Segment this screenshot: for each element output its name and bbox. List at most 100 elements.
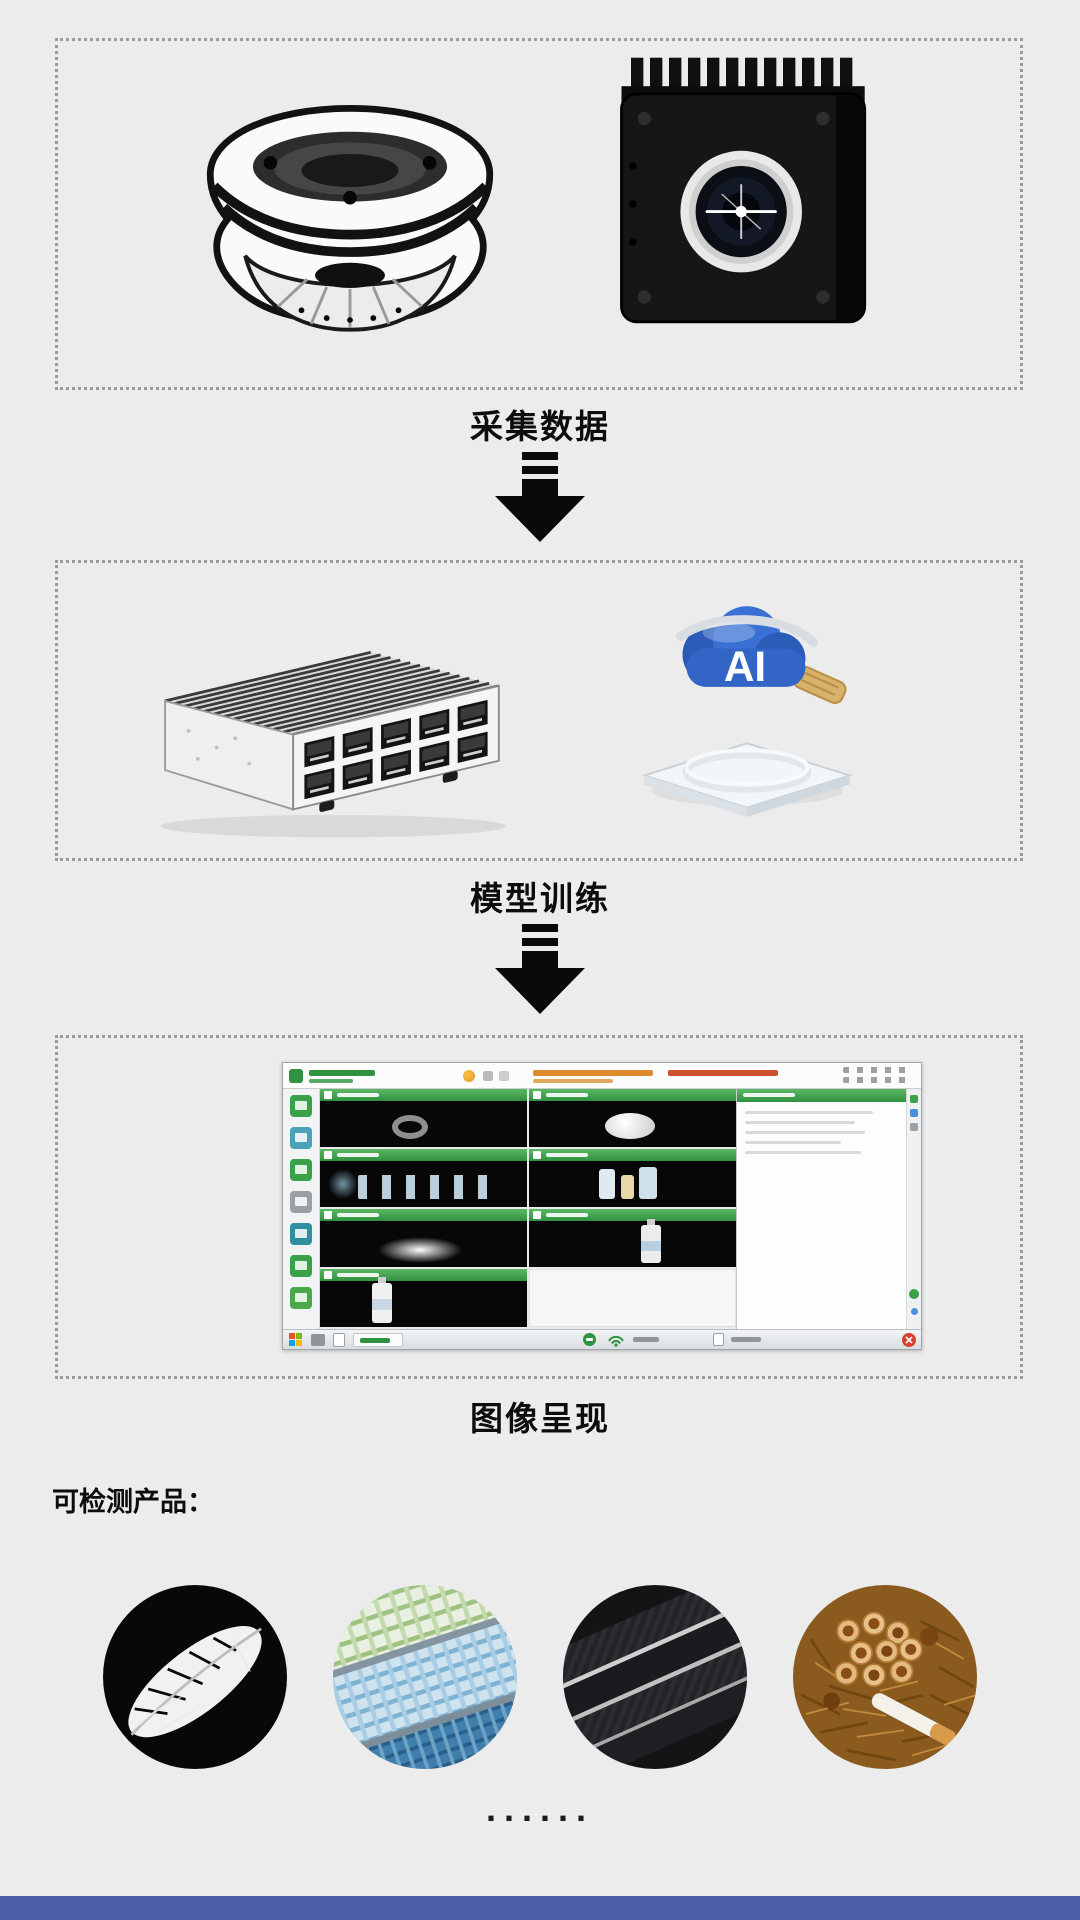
product-photo-fabric [333,1585,517,1769]
software-titlebar [283,1063,921,1089]
result-list-panel [736,1089,921,1329]
glow-image [378,1237,462,1263]
status-text-red [668,1070,778,1076]
tile-header [529,1149,736,1161]
product-photo-feather [103,1585,287,1769]
ring-light-illustration [206,105,494,332]
software-logo-icon [289,1069,303,1083]
product-photo-composite-sheets [563,1585,747,1769]
camera-tile [320,1269,527,1327]
panel-icon [910,1123,918,1131]
tile-header [529,1209,736,1221]
panel-icon [910,1109,918,1117]
camera-tile [320,1209,527,1267]
panel-header [737,1089,906,1102]
cigarette-ends [823,1611,939,1710]
wifi-icon [608,1335,624,1347]
list-line [745,1151,861,1154]
status-text-orange [533,1070,653,1076]
tile-header [320,1209,527,1221]
ai-model-illustration: AI [640,606,854,817]
bottle-image [599,1169,615,1199]
tile-header [320,1269,527,1281]
white-cigarette [871,1693,956,1746]
taskbar-text [731,1337,761,1342]
taskbar-text [633,1337,659,1342]
window-buttons-row [843,1077,913,1083]
detect-status-icon [583,1333,596,1346]
software-subtitle-text [309,1079,353,1083]
list-line [745,1111,873,1114]
sidebar-tool-icon [290,1191,312,1213]
heatsink-fins [631,57,853,92]
recycle-icon [909,1289,919,1299]
software-title-text [309,1070,375,1076]
edge-computer-illustration [160,650,507,838]
tile-header [320,1149,527,1161]
step1-dashed-box [55,38,1023,390]
step1-label: 采集数据 [470,408,610,445]
panel-icon [911,1308,918,1315]
heatsink-fins [164,650,500,736]
taskbar-icon [311,1334,325,1346]
empty-tile [529,1269,736,1327]
next-section-strip [0,1896,1080,1920]
bottle-label [372,1299,392,1310]
sidebar-tool-icon [290,1223,312,1245]
down-arrow-icon [488,924,592,1021]
down-arrow-icon [488,452,592,549]
chip-text [360,1338,390,1343]
industrial-camera-illustration [620,57,867,324]
bottle-row-image [358,1175,488,1199]
close-icon [902,1333,916,1347]
win-quad [296,1340,302,1346]
sidebar-tool-icon [290,1255,312,1277]
status-text-orange-2 [533,1079,613,1083]
bottle-label [641,1241,661,1251]
camera-tile [320,1149,527,1207]
step2-label: 模型训练 [470,880,610,917]
win-quad [289,1333,295,1339]
toolbar-icon [499,1071,509,1081]
sidebar-tool-icon [290,1095,312,1117]
step2-dashed-box [55,560,1023,861]
document-icon [333,1333,345,1347]
status-dot-icon [463,1070,475,1082]
camera-tiles-grid [320,1089,736,1329]
ring-image [392,1115,428,1139]
inspection-software-screenshot [282,1062,922,1350]
bottle-cap [378,1277,386,1284]
tile-header [529,1089,736,1101]
panel-icon [910,1095,918,1103]
glow [328,1169,358,1199]
center-aperture [315,262,385,288]
sidebar-tool-icon [290,1159,312,1181]
sidebar-tool-icon [290,1287,312,1309]
ai-cloud: AI [675,606,819,690]
visor-band [675,615,819,648]
camera-tile [529,1089,736,1147]
toolbar-icon [483,1071,493,1081]
list-line [745,1121,855,1124]
ethernet-ports [304,699,488,812]
sidebar-tool-icon [290,1127,312,1149]
bottle-cap [647,1219,655,1226]
software-sidebar [283,1089,320,1329]
ai-text: AI [724,643,766,690]
bottle-image [639,1167,657,1199]
window-buttons-row [843,1067,913,1073]
top-face [165,652,499,735]
product-photo-cigarettes [793,1585,977,1769]
list-line [745,1141,841,1144]
ellipsis-text: ...... [485,1788,594,1829]
software-taskbar [283,1329,921,1349]
disc-image [605,1113,655,1139]
tile-header [320,1089,527,1101]
list-line [745,1131,865,1134]
bottle-image [621,1175,634,1199]
win-quad [289,1340,295,1346]
products-heading: 可检测产品： [52,1487,214,1517]
taskbar-app-chip [353,1333,403,1347]
step3-dashed-box [55,1035,1023,1379]
